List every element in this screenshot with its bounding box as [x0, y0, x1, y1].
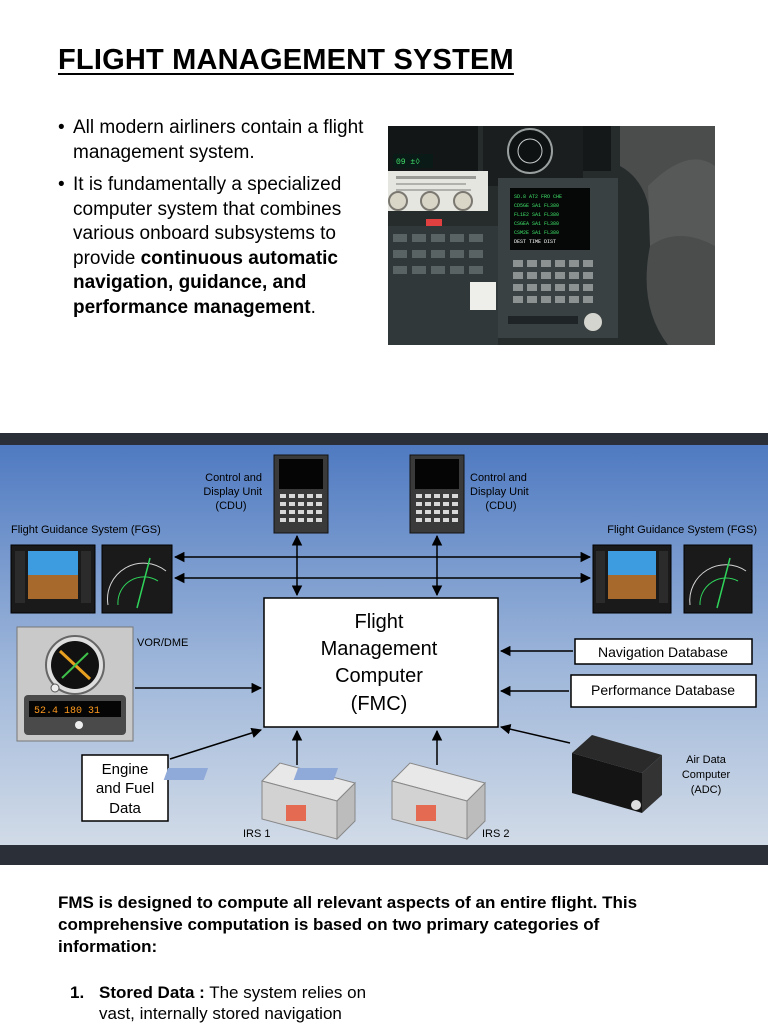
navigation-database-label: Navigation Database: [598, 644, 728, 660]
fmc-label-4: (FMC): [351, 693, 408, 715]
list-item-title: Stored Data :: [99, 983, 205, 1002]
bullet-item: All modern airliners contain a flight ma…: [58, 116, 378, 165]
performance-database-box: [570, 674, 757, 708]
fms-diagram: Control and Display Unit (CDU) Control a…: [0, 433, 768, 865]
bullet-end: .: [310, 296, 316, 318]
vor-dme-instrument: 52.4 180 31: [16, 626, 134, 742]
svg-text:DEST TIME DIST: DEST TIME DIST: [514, 239, 556, 245]
adc-device: [572, 735, 662, 813]
bullet-text: It is fundamentally a specialized comput…: [73, 174, 342, 269]
irs-2-label: IRS 2: [482, 828, 510, 840]
bullet-emphasis: continuous automatic navigation, guidanc…: [73, 247, 339, 318]
svg-text:CSGEA SA1 FL380: CSGEA SA1 FL380: [514, 221, 559, 227]
adc-label-2: Computer: [682, 769, 731, 781]
engine-fuel-box: [81, 754, 169, 822]
irs-1-device: [163, 762, 356, 841]
fmc-label-2: Management: [321, 638, 438, 660]
svg-text:SD.8 AT2 FRO CHE: SD.8 AT2 FRO CHE: [514, 194, 562, 200]
list-number: 1.: [70, 983, 85, 1002]
svg-text:CD5GE SA1 FL380: CD5GE SA1 FL380: [514, 203, 559, 209]
adc-label-3: (ADC): [691, 784, 722, 796]
cdu-right-label-2: Display Unit: [470, 486, 529, 498]
svg-text:09 ±◊: 09 ±◊: [396, 158, 420, 167]
irs-2-device: [293, 762, 486, 841]
fgs-right-displays: [592, 544, 753, 614]
page-title: FLIGHT MANAGEMENT SYSTEM: [58, 44, 514, 76]
fgs-left-label: Flight Guidance System (FGS): [11, 524, 161, 536]
engine-fuel-label-2: and Fuel: [96, 780, 154, 797]
cdu-left-label-1: Control and: [205, 472, 262, 484]
bullet-text: All modern airliners contain a flight ma…: [73, 117, 364, 163]
vor-dme-readout: 52.4 180 31: [34, 706, 100, 717]
list-item-text: The system relies on vast, internally st…: [99, 983, 367, 1023]
cockpit-photo: 09 ±◊ SD.8 AT2 FRO CHE CD5GE SA1 FL380 F…: [388, 126, 715, 345]
performance-database-label: Performance Database: [591, 682, 735, 698]
vor-dme-label: VOR/DME: [137, 637, 188, 649]
cdu-right-device: [409, 454, 465, 534]
fmc-box: [263, 597, 499, 728]
cdu-right-label-1: Control and: [470, 472, 527, 484]
body-paragraph: FMS is designed to compute all relevant …: [58, 893, 638, 956]
engine-fuel-label-1: Engine: [102, 761, 149, 778]
irs-1-label: IRS 1: [243, 828, 271, 840]
svg-text:FL1E2 SA1 FL380: FL1E2 SA1 FL380: [514, 212, 559, 218]
engine-fuel-label-3: Data: [109, 800, 141, 817]
svg-text:CSM2E SA1 FL380: CSM2E SA1 FL380: [514, 230, 559, 236]
fmc-label-3: Computer: [335, 665, 423, 687]
diagram-arrows: [135, 534, 592, 765]
cdu-right-label-3: (CDU): [485, 500, 516, 512]
cdu-left-device: [273, 454, 329, 534]
bullet-item: It is fundamentally a specialized comput…: [58, 173, 378, 320]
navigation-database-box: [574, 638, 753, 665]
cdu-left-label-2: Display Unit: [203, 486, 262, 498]
intro-bullets: All modern airliners contain a flight ma…: [58, 116, 378, 328]
info-categories-list: 1. Stored Data : The system relies on vas…: [58, 983, 388, 1024]
cdu-left-label-3: (CDU): [215, 500, 246, 512]
adc-label-1: Air Data: [686, 754, 727, 766]
fgs-left-displays: [10, 544, 173, 614]
list-item: 1. Stored Data : The system relies on vas…: [58, 983, 388, 1024]
fmc-label-1: Flight: [355, 611, 404, 633]
fgs-right-label: Flight Guidance System (FGS): [607, 524, 757, 536]
